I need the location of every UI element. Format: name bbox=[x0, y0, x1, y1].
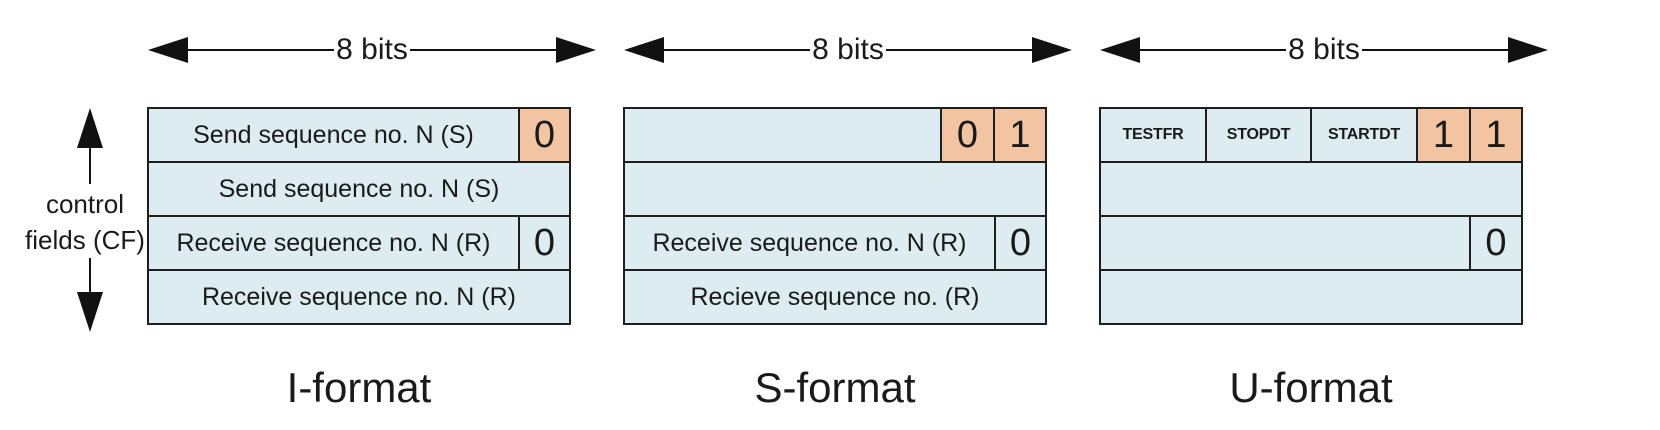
octet-row: 0 1 bbox=[623, 107, 1071, 163]
empty-field bbox=[623, 161, 1047, 217]
arrowhead-right-icon bbox=[1508, 37, 1548, 63]
octet-row: 0 bbox=[1099, 215, 1547, 271]
arrowhead-up-icon bbox=[77, 108, 103, 148]
empty-field bbox=[1099, 215, 1471, 271]
bit-cell: 0 bbox=[940, 107, 995, 163]
bit-cell: 0 bbox=[518, 215, 571, 271]
bit-cell: 0 bbox=[994, 215, 1047, 271]
width-label: 8 bits bbox=[810, 33, 886, 66]
arrowhead-right-icon bbox=[1032, 37, 1072, 63]
arrowhead-down-icon bbox=[77, 292, 103, 332]
octet-row: Receive sequence no. N (R) 0 bbox=[147, 215, 595, 271]
octet-row: Send sequence no. N (S) bbox=[147, 161, 595, 217]
octet-row bbox=[1099, 161, 1547, 217]
octet-row: Receive sequence no. N (R) 0 bbox=[623, 215, 1071, 271]
width-arrow-i: 8 bits bbox=[148, 30, 596, 70]
i-format-frame: Send sequence no. N (S) 0 Send sequence … bbox=[147, 107, 595, 331]
send-seq-field: Send sequence no. N (S) bbox=[147, 107, 520, 163]
stopdt-field: STOPDT bbox=[1205, 107, 1312, 163]
s-format-title: S-format bbox=[754, 364, 916, 411]
width-label: 8 bits bbox=[1286, 33, 1362, 66]
startdt-field: STARTDT bbox=[1310, 107, 1418, 163]
width-label: 8 bits bbox=[334, 33, 410, 66]
octet-row: Receive sequence no. N (R) bbox=[147, 269, 595, 325]
bit-cell: 0 bbox=[1469, 215, 1523, 271]
receive-seq-field: Receive sequence no. N (R) bbox=[623, 215, 996, 271]
bit-cell: 0 bbox=[518, 107, 571, 163]
empty-field bbox=[623, 107, 942, 163]
u-format-title: U-format bbox=[1229, 364, 1393, 411]
i-format-title: I-format bbox=[286, 364, 432, 411]
octet-row: Recieve sequence no. (R) bbox=[623, 269, 1071, 325]
width-arrow-u: 8 bits bbox=[1100, 30, 1548, 70]
arrowhead-left-icon bbox=[624, 37, 664, 63]
send-seq-field: Send sequence no. N (S) bbox=[147, 161, 571, 217]
testfr-field: TESTFR bbox=[1099, 107, 1207, 163]
octet-row bbox=[1099, 269, 1547, 325]
octet-row: Send sequence no. N (S) 0 bbox=[147, 107, 595, 163]
octet-row: TESTFR STOPDT STARTDT 1 1 bbox=[1099, 107, 1547, 163]
empty-field bbox=[1099, 161, 1523, 217]
control-fields-label-line-2: fields (CF) bbox=[25, 225, 145, 255]
bit-cell: 1 bbox=[993, 107, 1047, 163]
u-format-frame: TESTFR STOPDT STARTDT 1 1 0 bbox=[1099, 107, 1547, 331]
control-fields-label: control fields (CF) bbox=[10, 186, 160, 258]
receive-seq-field: Receive sequence no. N (R) bbox=[147, 215, 520, 271]
bit-cell: 1 bbox=[1469, 107, 1523, 163]
arrowhead-left-icon bbox=[1100, 37, 1140, 63]
octet-row bbox=[623, 161, 1071, 217]
arrowhead-left-icon bbox=[148, 37, 188, 63]
receive-seq-field: Receive sequence no. N (R) bbox=[147, 269, 571, 325]
arrowhead-right-icon bbox=[556, 37, 596, 63]
empty-field bbox=[1099, 269, 1523, 325]
width-arrow-s: 8 bits bbox=[624, 30, 1072, 70]
bit-cell: 1 bbox=[1416, 107, 1471, 163]
receive-seq-field: Recieve sequence no. (R) bbox=[623, 269, 1047, 325]
control-fields-label-line-1: control bbox=[45, 189, 125, 219]
s-format-frame: 0 1 Receive sequence no. N (R) 0 Recieve… bbox=[623, 107, 1071, 331]
